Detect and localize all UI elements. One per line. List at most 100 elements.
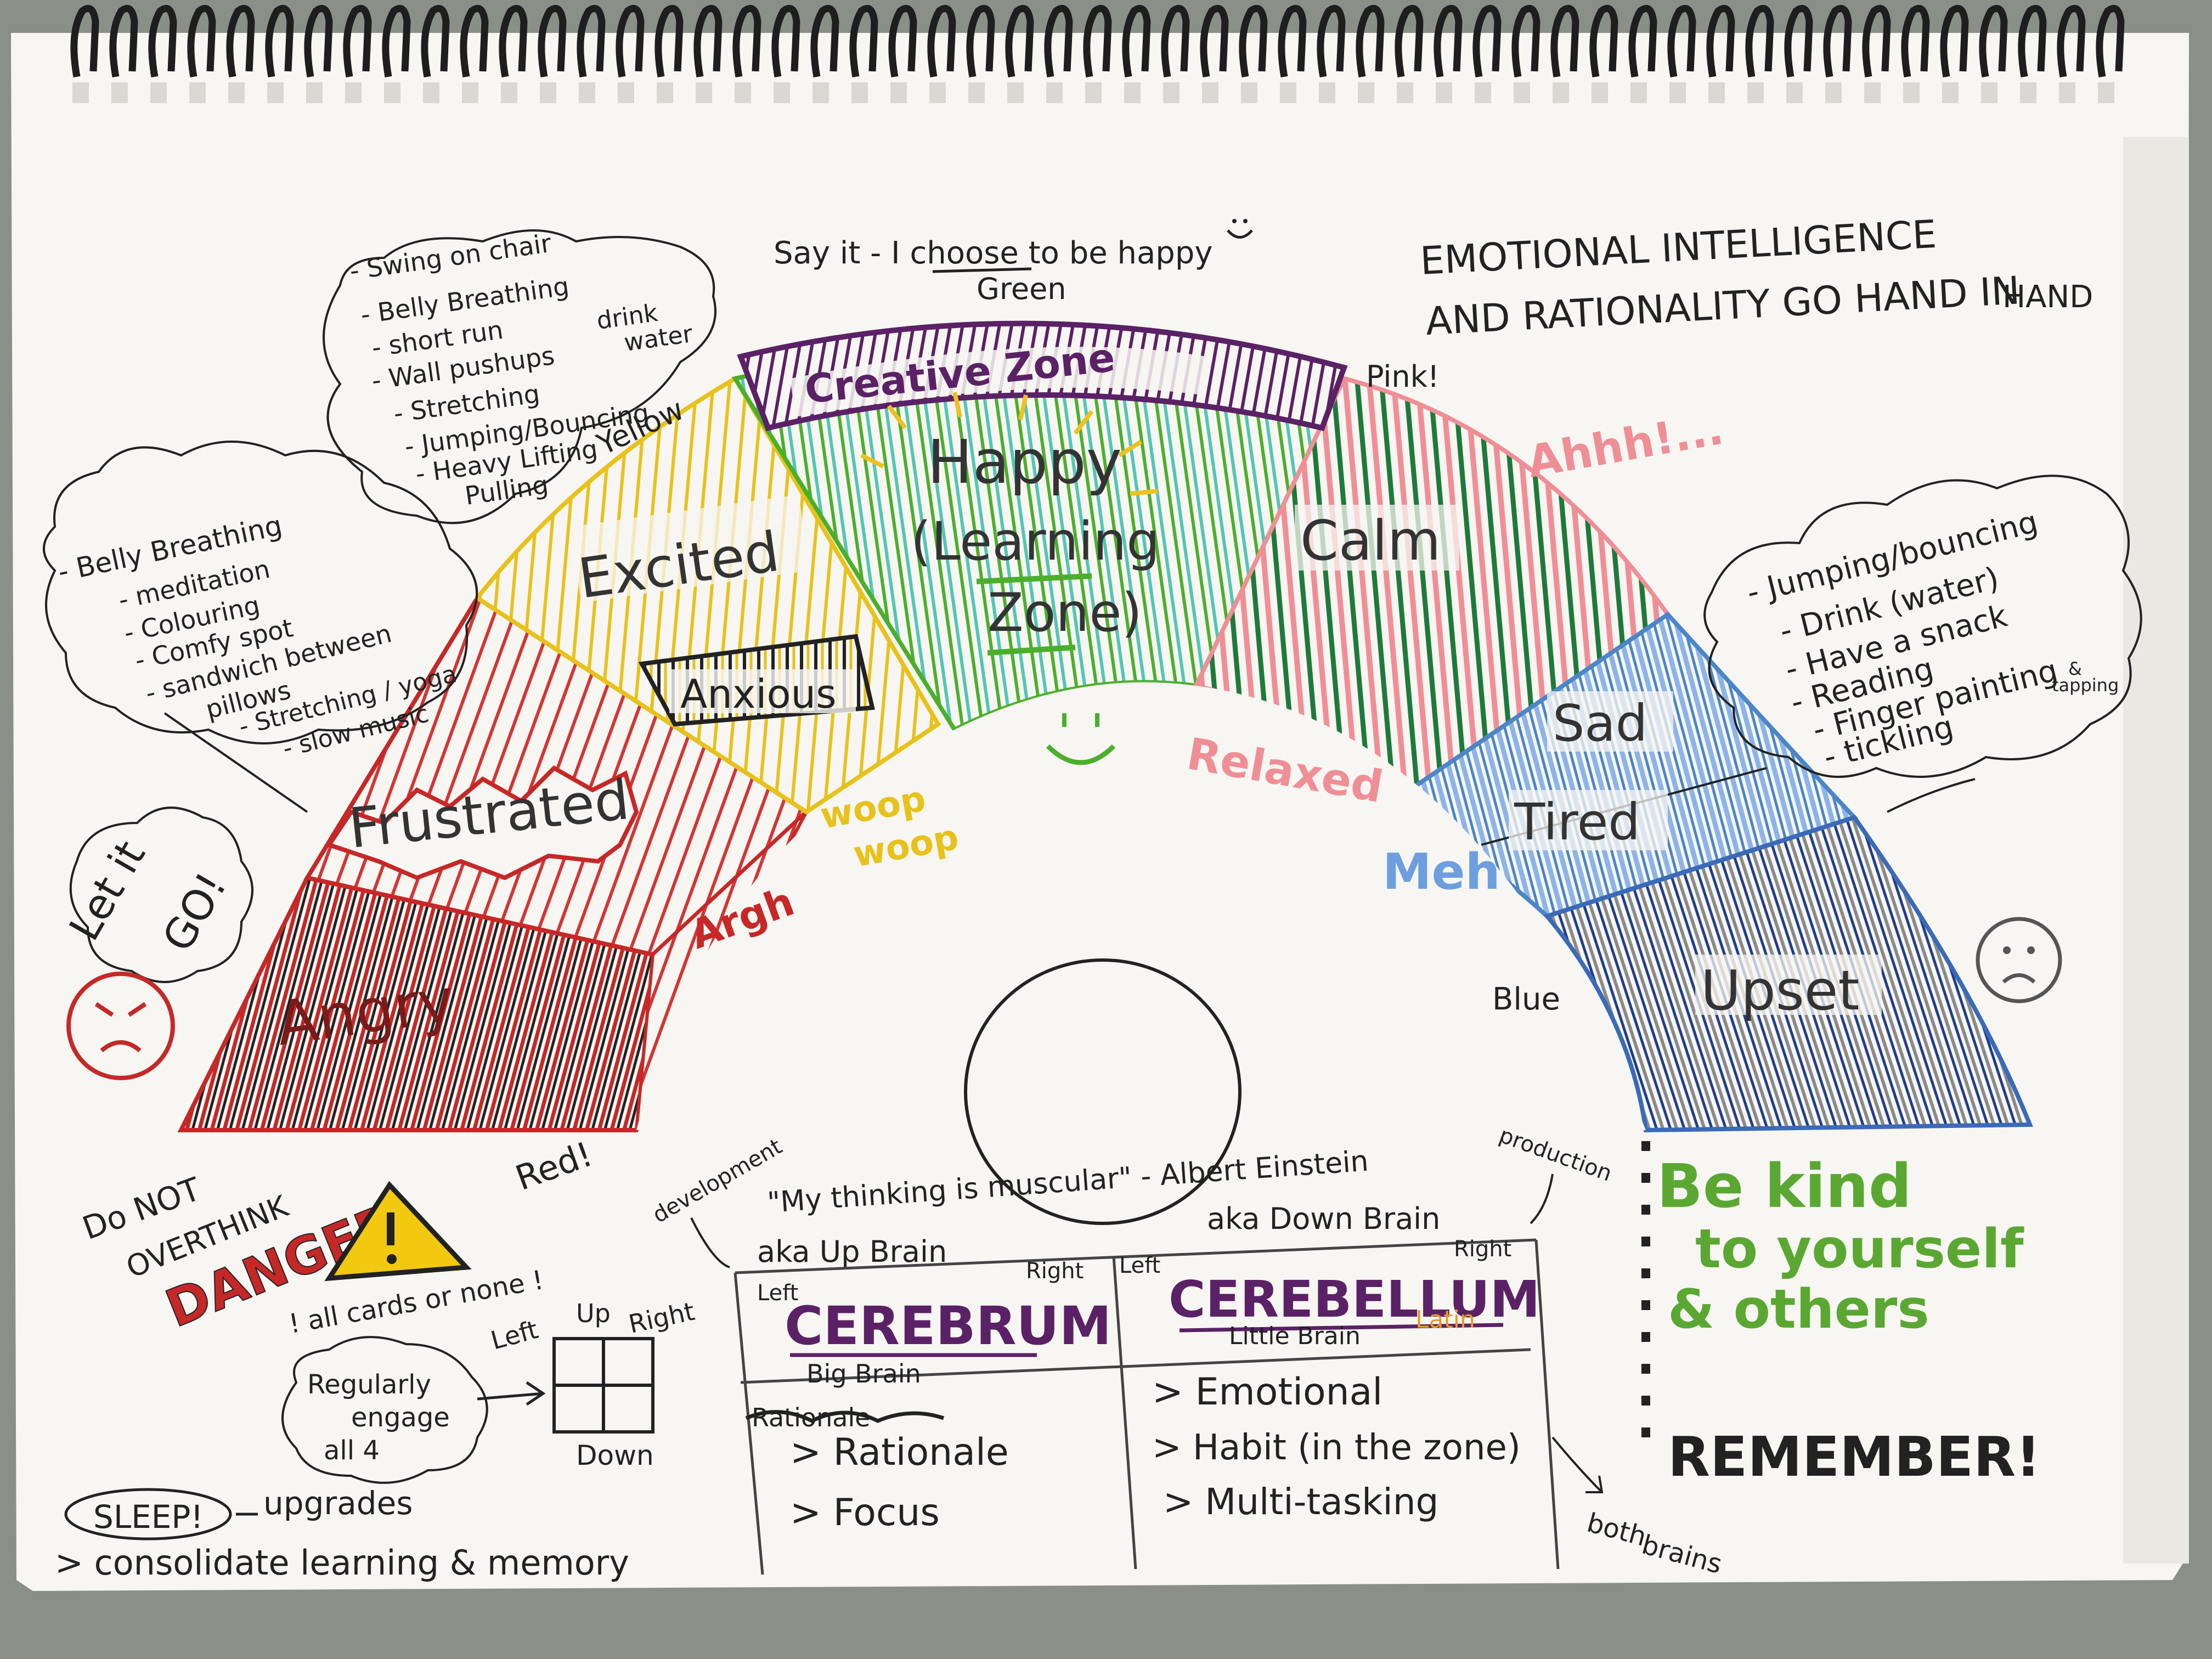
binding-hole [2098,82,2114,103]
binding-hole [1046,82,1063,103]
spiral-ring [1472,5,1502,78]
binding-hole [1475,82,1491,103]
binding-hole [345,82,362,103]
cerebrum-title: CEREBRUM [785,1295,1111,1357]
spiral-ring [1395,5,1424,78]
binding-hole [1864,82,1881,103]
rainbow-inner-space [636,682,1646,1130]
exclamation-meh: Meh [1383,843,1500,901]
smiley-small-icon [1227,219,1253,239]
binding-hole [774,82,790,103]
cerebellum-right: Right [1454,1237,1511,1262]
spiral-ring [927,5,956,78]
zone-label-sad: Sad [1553,694,1647,753]
binding-hole [929,82,946,103]
zone-label-happy-3: Zone) [988,582,1142,644]
let-it-go-cloud [69,806,253,983]
binding-hole [384,82,400,103]
spiral-ring [70,5,99,78]
binding-hole [228,82,245,103]
binding-hole [1124,82,1141,103]
cerebellum-underline [1179,1323,1504,1333]
spiral-ring [654,5,684,78]
binding-hole [735,82,751,103]
spiral-ring [421,5,450,78]
spiral-ring [187,5,216,78]
binding-hole [423,82,439,103]
spiral-ring [888,5,917,78]
blue-extra-text: & [2068,658,2082,679]
sad-face-icon [1976,917,2062,1003]
zone-label-anxious: Anxious [680,671,837,717]
spiral-ring [966,5,995,78]
say-it-text: Say it - I choose to be happy [774,235,1213,271]
cloud-tail [1887,778,1976,813]
excited-label-bg [571,494,810,603]
binding-hole [1241,82,1257,103]
calm-label-bg [1295,505,1459,571]
cerebrum-right: Right [1026,1259,1084,1284]
spiral-ring [1161,5,1190,78]
spiral-ring [1083,5,1112,78]
binding-hole [540,82,556,103]
brain-circle [964,958,1242,1225]
spiral-ring [304,5,333,78]
cerebrum-item: > Rationale [790,1431,1009,1474]
production-arrow [1530,1173,1554,1224]
binding-hole [1981,82,1997,103]
cerebrum-struck: Rationale [752,1403,871,1432]
spiral-ring [849,5,878,78]
sleep-bubble [64,1488,232,1541]
svg-text:HAND: HAND [2002,279,2093,315]
binding-hole [1942,82,1959,103]
blue-strategies-cloud [1703,475,2142,778]
binding-hole [618,82,634,103]
anxious-label-bg [669,669,856,713]
binding-hole [851,82,868,103]
sad-label-bg [1547,691,1673,752]
spiral-ring [1706,5,1735,78]
binding-hole [1747,82,1764,103]
engage-text: engage [351,1402,450,1433]
blue-extra-text: tapping [2052,675,2119,696]
binding-hole [1825,82,1842,103]
binding-hole [1553,82,1569,103]
binding-hole [150,82,167,103]
binding-hole [1202,82,1218,103]
cerebrum-item: > Focus [790,1491,940,1534]
binding-hole [1007,82,1024,103]
engage-text: all 4 [324,1435,380,1466]
spiral-ring [1862,5,1891,78]
spiral-ring [771,5,800,78]
binding-hole [1436,82,1452,103]
cerebellum-left: Left [1119,1253,1160,1278]
zone-label-happy-1: Happy [927,427,1122,497]
grid-label-down: Down [576,1440,654,1471]
spiral-ring [693,5,723,78]
binding-hole [890,82,907,103]
spiral-ring [577,5,606,78]
spiral-ring [1356,5,1385,78]
down-brain-text: aka Down Brain [1207,1201,1440,1236]
spiral-ring [1200,5,1229,78]
development-arrow [690,1217,730,1268]
be-kind-text: to yourself [1695,1218,2024,1280]
engage-text: Regularly [307,1369,431,1400]
spiral-ring [2096,5,2125,78]
happy-underline [976,573,1092,584]
tired-label-bg [1509,790,1668,850]
zone-label-calm: Calm [1300,509,1441,573]
binding-hole [1903,82,1920,103]
creative-zone-label-bg [790,347,1207,417]
binding-hole [1319,82,1335,103]
say-it-underline [932,267,1032,273]
binding-hole [2059,82,2075,103]
zone-label-happy-2: (Learning [911,511,1160,572]
spiral-ring [1823,5,1852,78]
frustrated-jagged-outline [325,765,639,881]
spiral-ring [343,5,372,78]
spiral-ring [499,5,528,78]
cerebellum-item: > Multi-tasking [1163,1481,1438,1523]
brain-table [733,1238,1560,1575]
